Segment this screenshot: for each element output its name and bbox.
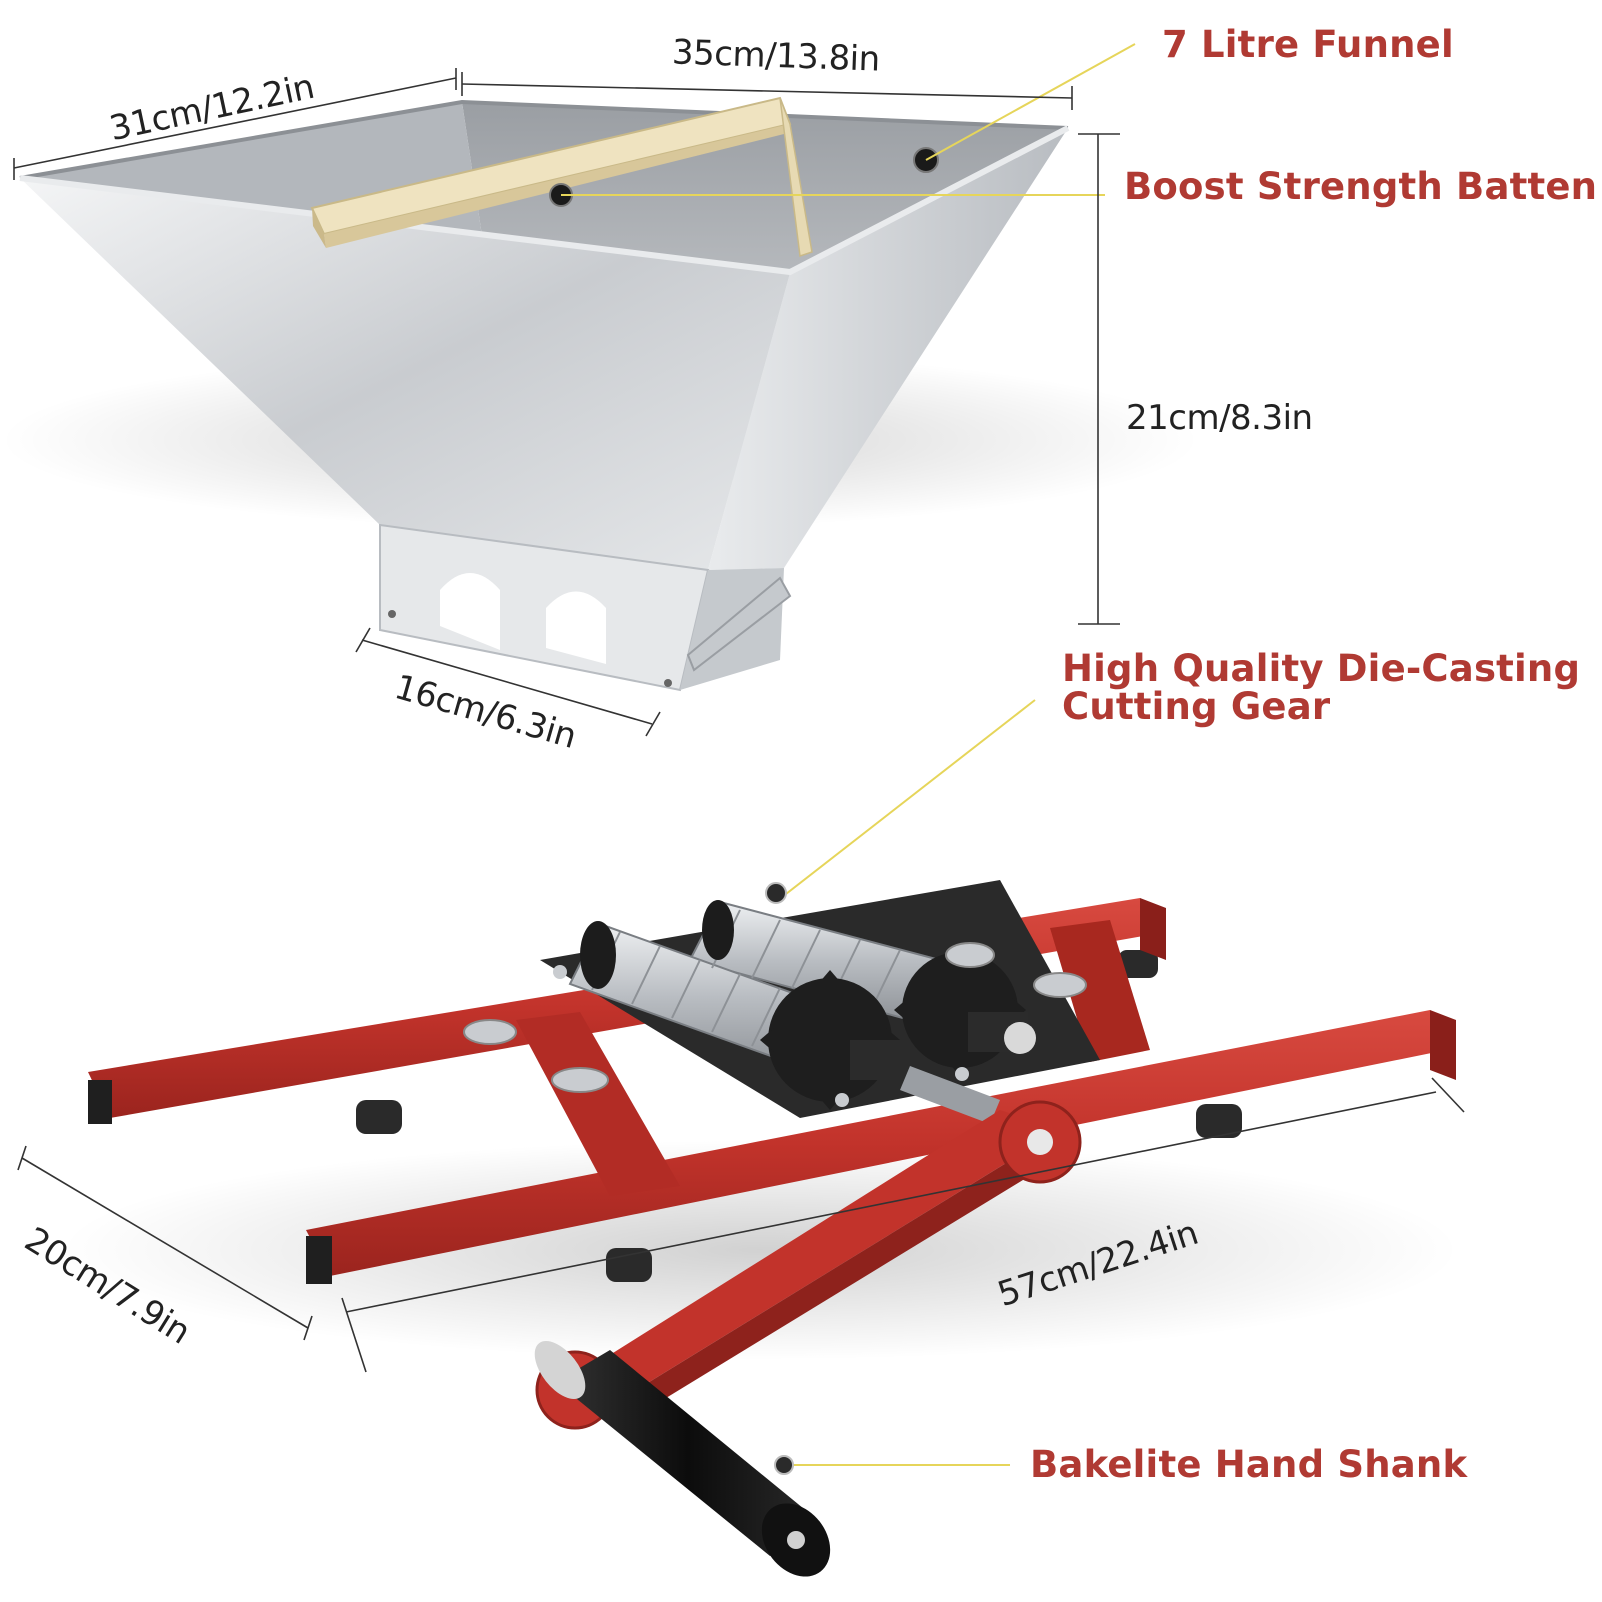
funnel-width-dimension: 35cm/13.8in — [671, 32, 881, 80]
batten-callout: Boost Strength Batten — [1124, 165, 1598, 208]
funnel-callout: 7 Litre Funnel — [1162, 23, 1454, 66]
funnel-hopper — [0, 96, 1200, 692]
grain-mill-base — [60, 880, 1460, 1577]
dimension-lines — [13, 68, 1465, 1373]
bakelite-handle — [534, 1341, 831, 1577]
callout-dots — [765, 882, 794, 1475]
gear-callout-line1: High Quality Die-Casting — [1062, 647, 1581, 690]
gear-callout-line2: Cutting Gear — [1062, 685, 1331, 728]
callout-leaders — [561, 43, 1136, 1466]
handle-callout: Bakelite Hand Shank — [1030, 1443, 1468, 1486]
funnel-height-dimension: 21cm/8.3in — [1126, 398, 1313, 438]
